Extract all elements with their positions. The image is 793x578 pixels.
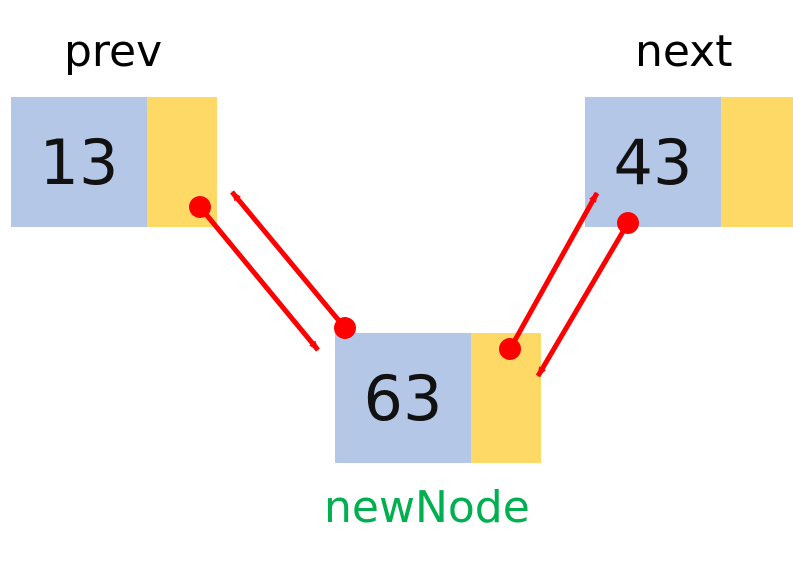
prev-node: 13 [11,97,217,227]
new-node-label: newNode [324,482,530,533]
next-node: 43 [585,97,793,227]
next-label: next [635,26,733,77]
arrow-prev-to-new-node [189,196,320,352]
arrow-new-node-to-next [499,191,600,360]
prev-label: prev [64,26,163,77]
arrow-new-node-to-prev [230,190,356,339]
prev-node-value: 13 [11,97,147,227]
arrow-next-to-new-node [535,212,639,378]
new-node-value: 63 [335,333,471,463]
next-node-value: 43 [585,97,721,227]
next-node-pointer-cell [721,97,793,227]
new-node: 63 [335,333,541,463]
